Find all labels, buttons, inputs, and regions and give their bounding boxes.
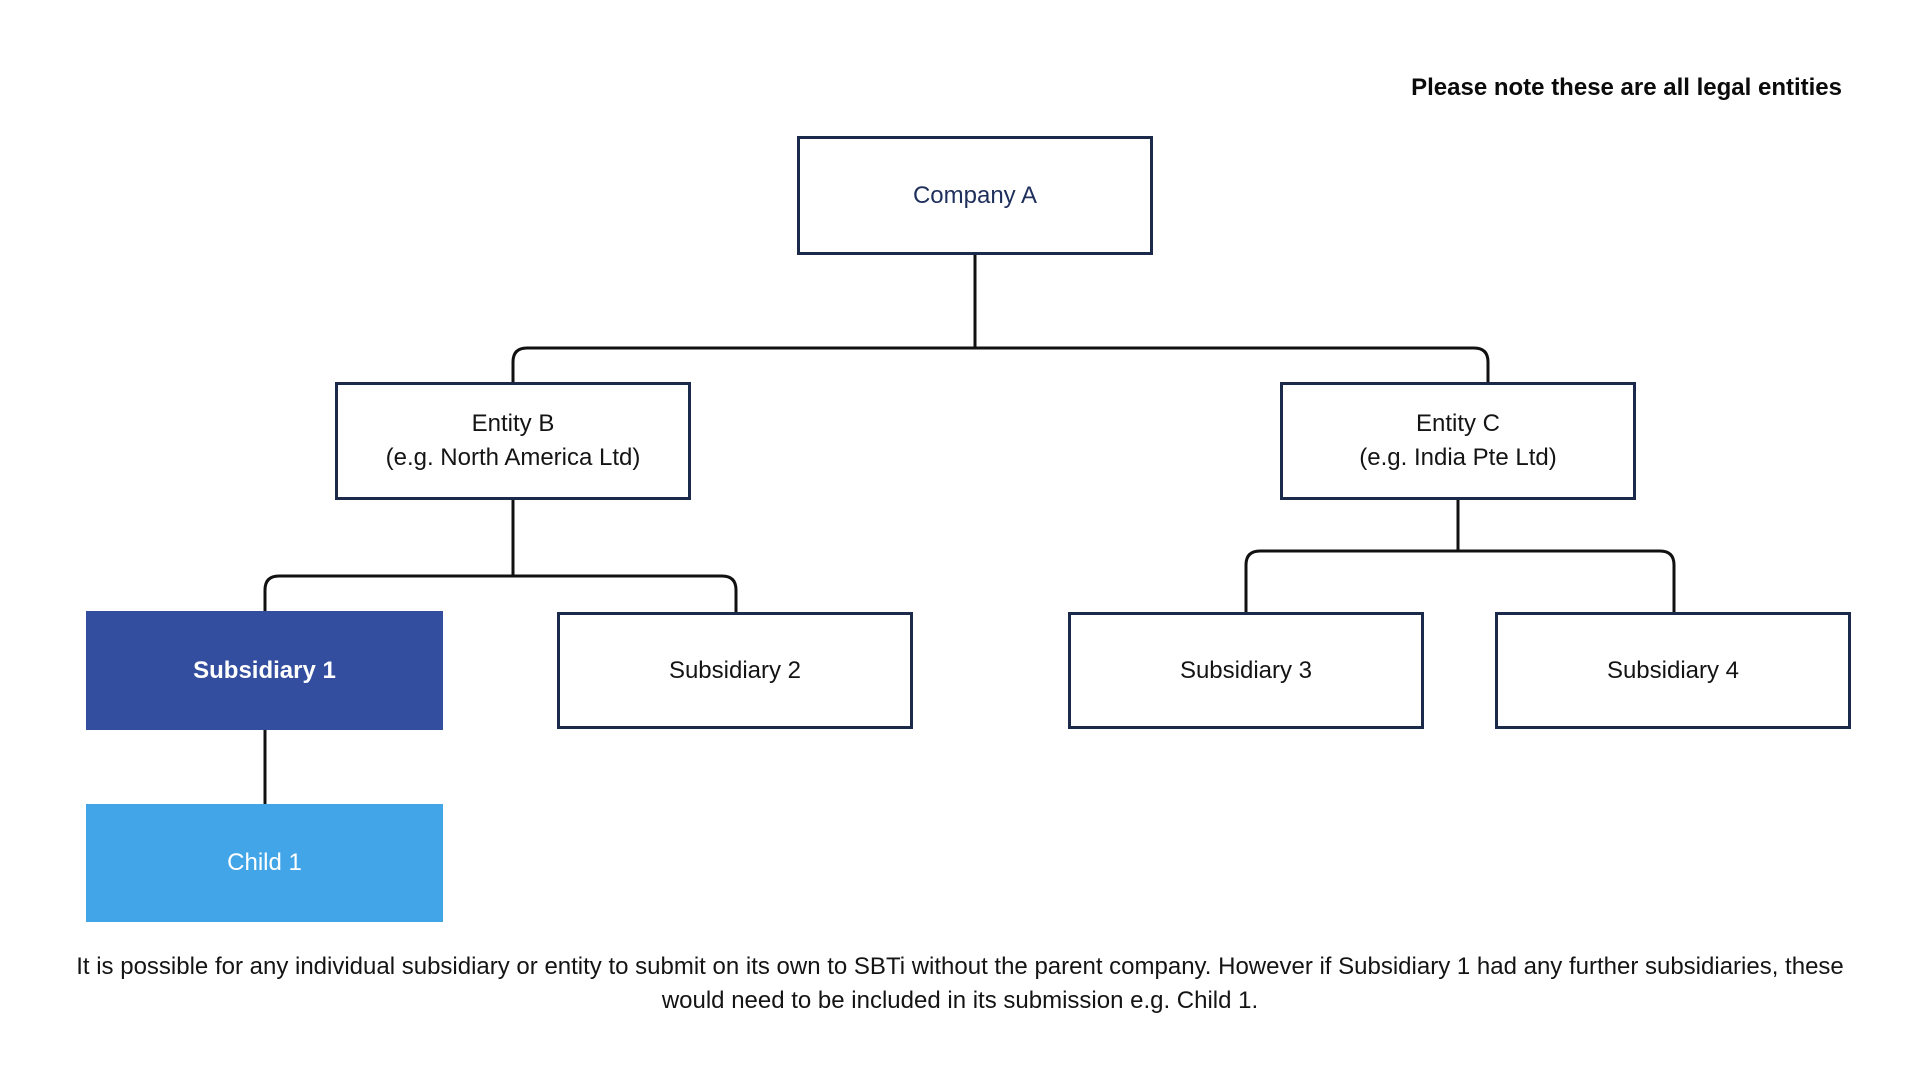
- node-child-1-label: Child 1: [227, 849, 302, 876]
- node-company-a: Company A: [797, 136, 1153, 255]
- node-entity-b: Entity B (e.g. North America Ltd): [335, 382, 691, 500]
- node-entity-b-label: Entity B: [471, 410, 555, 437]
- node-subsidiary-3-label: Subsidiary 3: [1179, 656, 1313, 684]
- node-subsidiary-2-label: Subsidiary 2: [668, 656, 802, 684]
- connector-entity-b-to-subsidiaries: [263, 574, 738, 612]
- node-entity-b-example: (e.g. North America Ltd): [385, 444, 641, 471]
- node-subsidiary-2: Subsidiary 2: [557, 612, 913, 729]
- node-subsidiary-1-label: Subsidiary 1: [193, 656, 336, 684]
- legal-entities-note: Please note these are all legal entities: [1411, 74, 1842, 101]
- node-subsidiary-4-label: Subsidiary 4: [1606, 656, 1740, 684]
- node-subsidiary-4: Subsidiary 4: [1495, 612, 1851, 729]
- node-subsidiary-3: Subsidiary 3: [1068, 612, 1424, 729]
- node-entity-c-example: (e.g. India Pte Ltd): [1359, 444, 1557, 471]
- node-child-1: Child 1: [86, 804, 443, 922]
- node-company-a-label: Company A: [912, 181, 1038, 209]
- node-entity-c: Entity C (e.g. India Pte Ltd): [1280, 382, 1636, 500]
- node-entity-c-label: Entity C: [1415, 410, 1501, 437]
- diagram-caption: It is possible for any individual subsid…: [76, 953, 1844, 1014]
- connector-entity-c-to-subsidiaries: [1244, 549, 1676, 612]
- connector-company-to-entities: [511, 346, 1490, 382]
- node-subsidiary-1: Subsidiary 1: [86, 611, 443, 730]
